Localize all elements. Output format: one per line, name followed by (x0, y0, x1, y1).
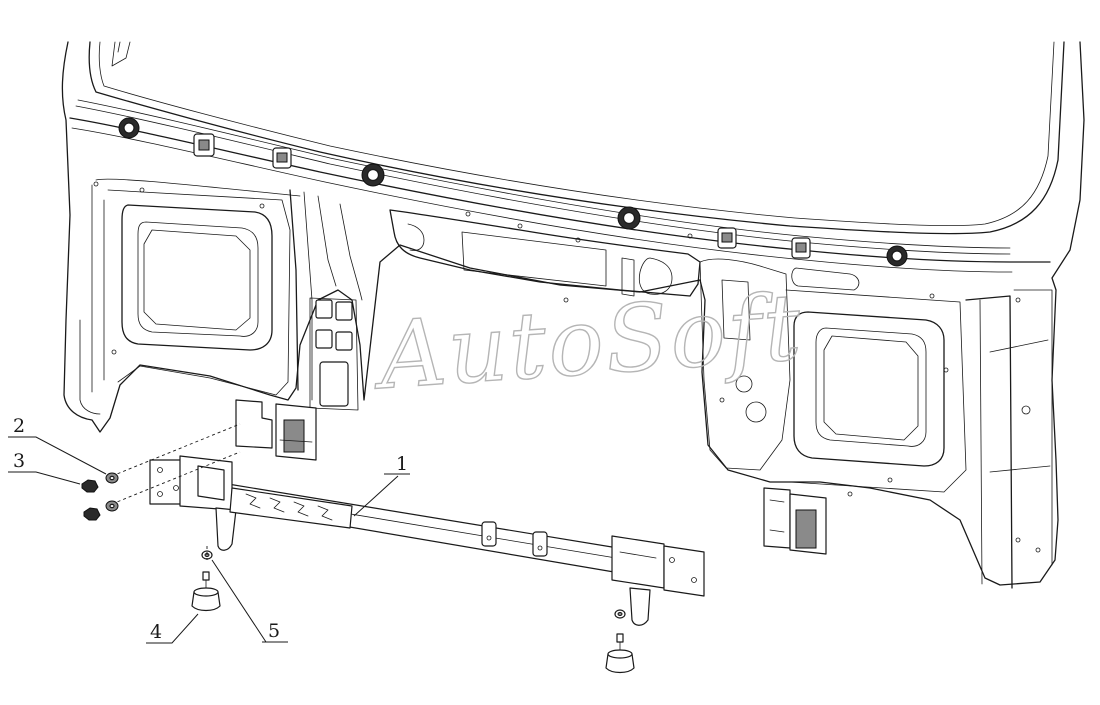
top-clip (272, 147, 292, 169)
top-grommet (886, 245, 908, 267)
washer-part-5 (201, 546, 213, 560)
callout-3-label: 3 (13, 450, 25, 472)
rear-cab-panel (61, 41, 1085, 589)
top-clip (791, 237, 811, 259)
callout-5-label: 5 (268, 620, 280, 642)
callout-4: 4 (146, 613, 199, 644)
callout-2: 2 (8, 415, 107, 475)
buffer-part-4 (605, 633, 635, 674)
top-clip (717, 227, 737, 249)
top-grommet (361, 163, 385, 187)
top-grommet (617, 206, 641, 230)
washer-part-5 (614, 609, 626, 619)
callout-3: 3 (8, 450, 81, 485)
callout-1: 1 (353, 453, 410, 517)
cross-member-part-1 (149, 455, 705, 626)
nut-part-3 (83, 507, 101, 521)
callout-4-label: 4 (150, 621, 162, 643)
callout-1-label: 1 (396, 453, 408, 475)
top-clip (193, 133, 215, 157)
watermark: AutoSoft (368, 274, 806, 411)
right-body-bracket (763, 487, 827, 555)
buffer-part-4 (191, 571, 221, 612)
nut-part-3 (81, 479, 99, 493)
callout-5: 5 (211, 559, 288, 643)
washer-part-2 (105, 472, 119, 484)
callout-2-label: 2 (13, 415, 25, 437)
top-grommet (118, 117, 140, 139)
washer-part-2 (105, 500, 119, 512)
nuts-washers-parts-2-3 (81, 423, 241, 521)
left-body-bracket (235, 399, 317, 461)
